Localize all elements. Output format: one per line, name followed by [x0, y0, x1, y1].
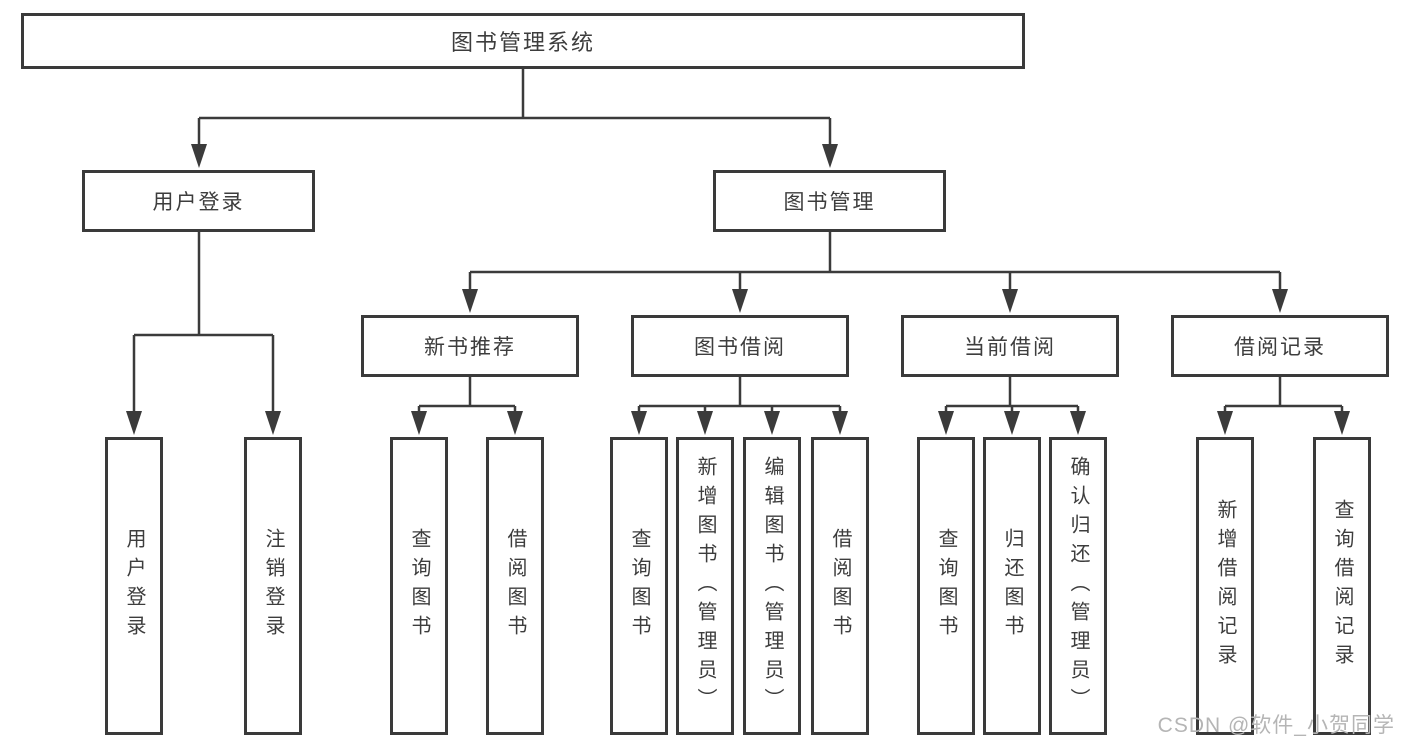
node-borrow-records: 借阅记录 [1171, 315, 1389, 377]
node-label: 查询图书 [628, 528, 650, 644]
arrowheads [126, 144, 1350, 435]
node-label: 借阅记录 [1234, 336, 1326, 359]
node-label: 新书推荐 [424, 336, 516, 359]
node-label: 新增借阅记录 [1214, 499, 1236, 673]
leaf-current-return-books: 归还图书 [983, 437, 1041, 735]
leaf-current-confirm-return-admin: 确认归还（管理员） [1049, 437, 1107, 735]
leaf-borrowing-edit-books-admin: 编辑图书（管理员） [743, 437, 801, 735]
node-label: 借阅图书 [829, 528, 851, 644]
node-label: 注销登录 [262, 528, 284, 644]
node-label: 用户登录 [123, 528, 145, 644]
node-label: 图书管理 [783, 191, 876, 214]
node-book-management: 图书管理 [713, 170, 946, 232]
csdn-watermark: CSDN @软件_小贺同学 [1157, 714, 1395, 737]
node-label: 借阅图书 [504, 528, 526, 644]
tree-branch-lines [132, 69, 1344, 415]
node-root-system: 图书管理系统 [21, 13, 1025, 69]
leaf-borrowing-add-books-admin: 新增图书（管理员） [676, 437, 734, 735]
leaf-user-login: 用户登录 [105, 437, 163, 735]
node-label: 查询图书 [935, 528, 957, 644]
node-label: 归还图书 [1001, 528, 1023, 644]
node-label: 查询图书 [408, 528, 430, 644]
leaf-records-add-record: 新增借阅记录 [1196, 437, 1254, 735]
leaf-newbook-borrow-books: 借阅图书 [486, 437, 544, 735]
node-label: 图书管理系统 [450, 30, 595, 55]
leaf-records-query-record: 查询借阅记录 [1313, 437, 1371, 735]
node-user-login: 用户登录 [82, 170, 315, 232]
leaf-current-query-books: 查询图书 [917, 437, 975, 735]
node-label: 编辑图书（管理员） [761, 455, 783, 717]
leaf-borrowing-query-books: 查询图书 [610, 437, 668, 735]
node-new-book-recommend: 新书推荐 [361, 315, 579, 377]
node-label: 图书借阅 [694, 336, 786, 359]
node-current-borrowing: 当前借阅 [901, 315, 1119, 377]
node-label: 当前借阅 [964, 336, 1056, 359]
leaf-newbook-query-books: 查询图书 [390, 437, 448, 735]
node-label: 用户登录 [152, 191, 245, 214]
node-label: 查询借阅记录 [1331, 499, 1353, 673]
leaf-logout: 注销登录 [244, 437, 302, 735]
node-book-borrowing: 图书借阅 [631, 315, 849, 377]
node-label: 新增图书（管理员） [694, 455, 716, 717]
leaf-borrowing-borrow-books: 借阅图书 [811, 437, 869, 735]
node-label: 确认归还（管理员） [1067, 455, 1089, 717]
